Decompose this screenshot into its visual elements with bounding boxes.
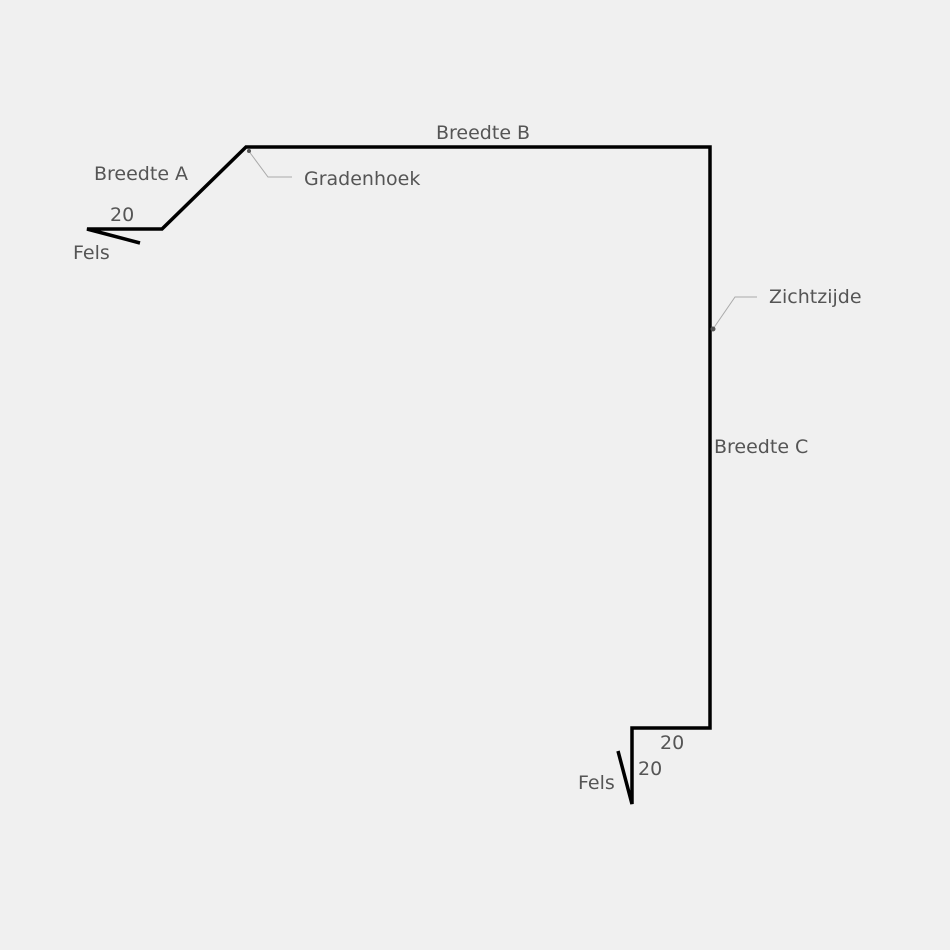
label-gradenhoek: Gradenhoek	[304, 168, 421, 190]
zichtzijde-leader	[712, 296, 757, 330]
gradenhoek-leader	[247, 149, 292, 178]
profile-line	[86, 145, 712, 805]
label-breedte-b: Breedte B	[436, 122, 531, 144]
zichtzijde-marker	[710, 326, 716, 332]
label-breedte-a: Breedte A	[94, 163, 189, 185]
label-fels-right: Fels	[578, 772, 615, 794]
label-dim-bottom-h: 20	[660, 732, 685, 754]
label-dim-bottom-v: 20	[638, 758, 663, 780]
label-fels-left: Fels	[73, 242, 110, 264]
label-dim-left: 20	[110, 204, 135, 226]
label-zichtzijde: Zichtzijde	[769, 286, 862, 308]
gradenhoek-marker	[247, 149, 251, 153]
label-breedte-c: Breedte C	[714, 436, 809, 458]
